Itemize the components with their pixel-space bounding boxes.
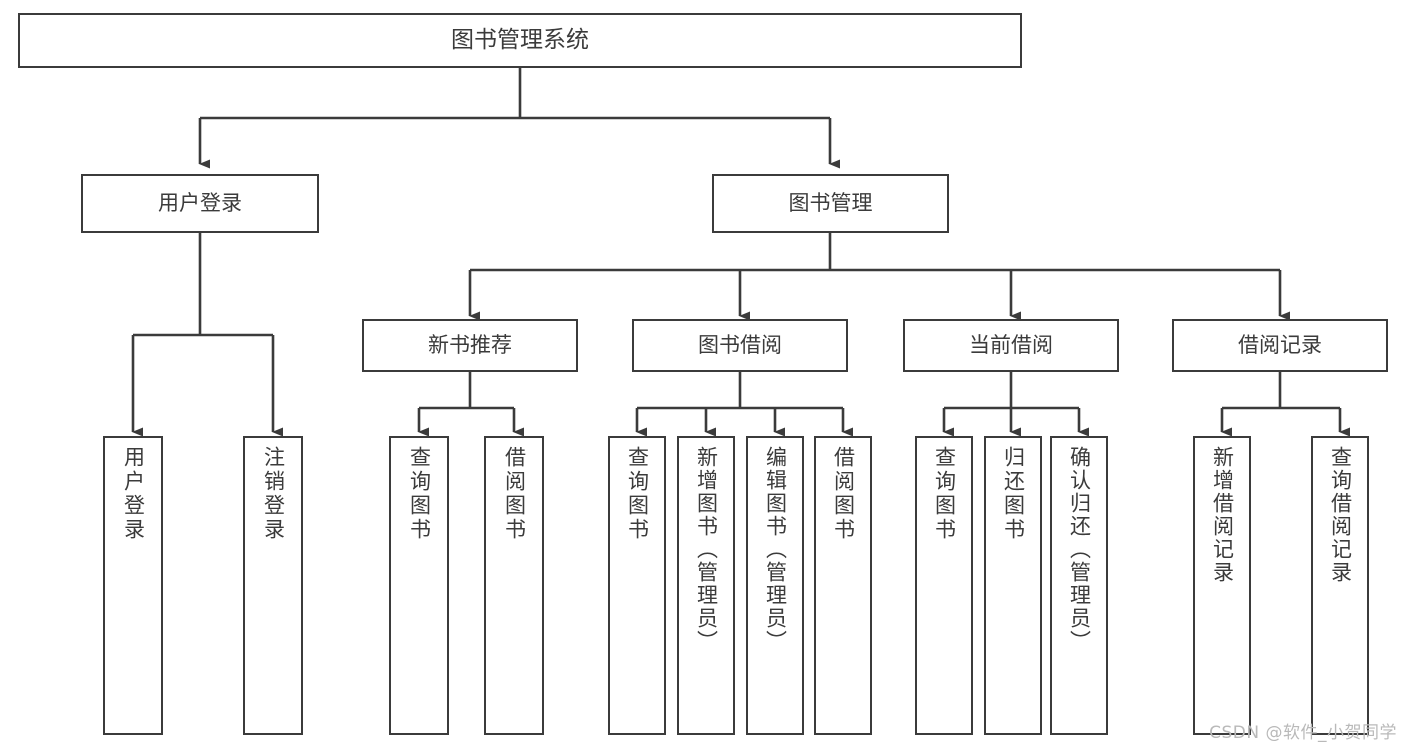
node-label: 新增借阅记录 <box>1210 446 1235 584</box>
node-label: 查询图书 <box>932 446 957 542</box>
node-leaf-add-borrow-record[interactable]: 新增借阅记录 <box>1193 436 1251 735</box>
node-label: 借阅图书 <box>831 446 856 542</box>
node-label: 新书推荐 <box>428 333 512 358</box>
node-label: 当前借阅 <box>969 333 1053 358</box>
node-user-login[interactable]: 用户登录 <box>81 174 319 233</box>
node-leaf-edit-book-admin[interactable]: 编辑图书（管理员） <box>746 436 804 735</box>
node-current-borrow[interactable]: 当前借阅 <box>903 319 1119 372</box>
node-borrow-record[interactable]: 借阅记录 <box>1172 319 1388 372</box>
node-book-management[interactable]: 图书管理 <box>712 174 949 233</box>
node-leaf-borrow-book-recommend[interactable]: 借阅图书 <box>484 436 544 735</box>
node-label: 注销登录 <box>261 446 286 542</box>
node-label: 查询图书 <box>407 446 432 542</box>
node-label: 查询图书 <box>625 446 650 542</box>
watermark-text: CSDN @软件_小贺同学 <box>1209 723 1397 743</box>
node-leaf-borrow-book[interactable]: 借阅图书 <box>814 436 872 735</box>
node-leaf-query-book-borrow[interactable]: 查询图书 <box>608 436 666 735</box>
node-label: 图书管理系统 <box>451 26 589 53</box>
node-leaf-query-book-current[interactable]: 查询图书 <box>915 436 973 735</box>
node-leaf-add-book-admin[interactable]: 新增图书（管理员） <box>677 436 735 735</box>
node-label: 用户登录 <box>158 191 242 216</box>
node-leaf-user-logout[interactable]: 注销登录 <box>243 436 303 735</box>
node-label: 借阅图书 <box>502 446 527 542</box>
node-label: 新增图书（管理员） <box>694 446 719 653</box>
node-new-book-recommend[interactable]: 新书推荐 <box>362 319 578 372</box>
node-leaf-query-borrow-record[interactable]: 查询借阅记录 <box>1311 436 1369 735</box>
node-leaf-query-book-recommend[interactable]: 查询图书 <box>389 436 449 735</box>
node-label: 归还图书 <box>1001 446 1026 542</box>
node-root-book-management-system[interactable]: 图书管理系统 <box>18 13 1022 68</box>
node-label: 图书管理 <box>788 191 873 216</box>
node-label: 编辑图书（管理员） <box>763 446 788 653</box>
node-leaf-user-login[interactable]: 用户登录 <box>103 436 163 735</box>
node-label: 用户登录 <box>121 446 146 542</box>
node-leaf-confirm-return-admin[interactable]: 确认归还（管理员） <box>1050 436 1108 735</box>
node-label: 借阅记录 <box>1238 333 1322 358</box>
node-book-borrow[interactable]: 图书借阅 <box>632 319 848 372</box>
node-leaf-return-book[interactable]: 归还图书 <box>984 436 1042 735</box>
node-label: 查询借阅记录 <box>1328 446 1353 584</box>
node-label: 确认归还（管理员） <box>1067 446 1092 653</box>
node-label: 图书借阅 <box>698 333 782 358</box>
